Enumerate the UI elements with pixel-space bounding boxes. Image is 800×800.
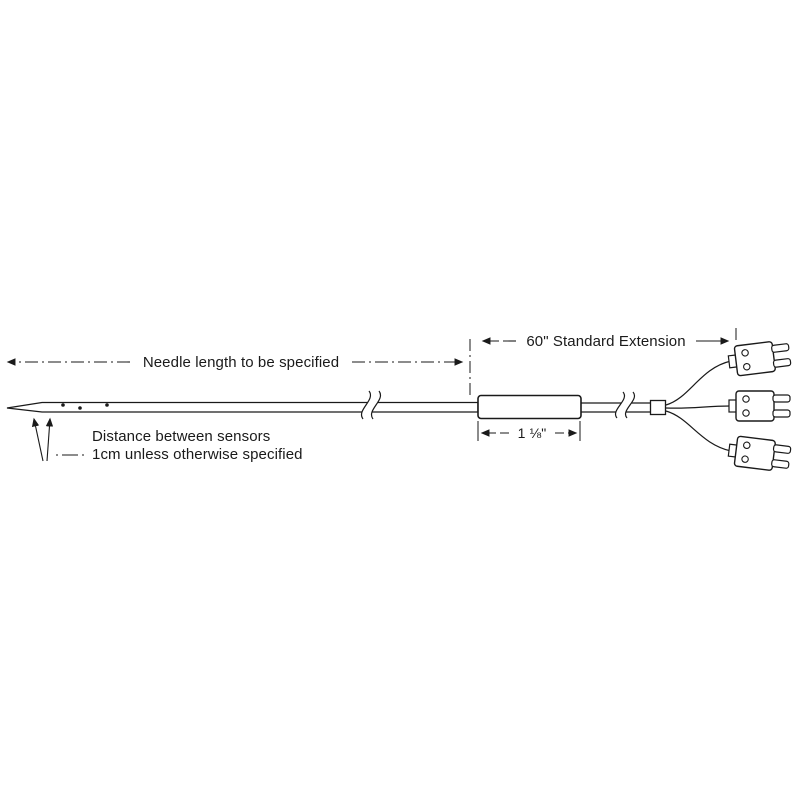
cable-break-symbol bbox=[614, 391, 636, 419]
connector-body bbox=[733, 341, 776, 377]
connector-top bbox=[727, 341, 792, 377]
connector-pin bbox=[771, 459, 790, 469]
standard-extension-label: 60" Standard Extension bbox=[526, 333, 685, 350]
cable-ferrule bbox=[649, 399, 667, 416]
probe-handle bbox=[477, 394, 582, 420]
break-curve bbox=[370, 390, 382, 420]
lead-wire-middle bbox=[665, 405, 731, 409]
needle-body bbox=[6, 401, 479, 413]
sensor-distance-label-line2: 1cm unless otherwise specified bbox=[92, 446, 303, 463]
connector-body bbox=[735, 390, 775, 422]
sensor-distance-label-line1: Distance between sensors bbox=[92, 428, 270, 445]
handle-length-label: 1 ⅛" bbox=[518, 425, 547, 441]
sensor-dot bbox=[61, 403, 65, 407]
sensor-dots bbox=[61, 403, 109, 410]
connector-bottom bbox=[727, 435, 792, 471]
lead-wires bbox=[665, 360, 732, 452]
connector-screw bbox=[741, 455, 749, 463]
connector-screw bbox=[742, 409, 750, 417]
handle-length-dimension: 1 ⅛" bbox=[477, 421, 581, 441]
connector-screw bbox=[743, 441, 751, 450]
connector-pin bbox=[772, 409, 791, 418]
connector-pin bbox=[771, 343, 790, 353]
connector-screw bbox=[742, 395, 750, 403]
lead-wire-top bbox=[665, 360, 732, 406]
needle-length-label: Needle length to be specified bbox=[143, 354, 339, 371]
connector-pin bbox=[772, 444, 792, 454]
break-curve bbox=[624, 391, 636, 419]
connector-screw bbox=[743, 362, 751, 371]
connector-body bbox=[733, 435, 776, 471]
sensor-dot bbox=[105, 403, 109, 407]
sensor-distance-callout: Distance between sensors 1cm unless othe… bbox=[31, 417, 303, 463]
needle-length-dimension: Needle length to be specified bbox=[6, 339, 471, 399]
sensor-dot bbox=[78, 406, 82, 410]
break-gap bbox=[615, 392, 635, 418]
connector-screw bbox=[741, 349, 749, 357]
connector-pin bbox=[772, 358, 792, 368]
sensor-pointer-arrow bbox=[45, 417, 54, 462]
break-curve bbox=[614, 391, 626, 419]
lead-wire-bottom bbox=[665, 410, 732, 452]
connector-middle bbox=[728, 390, 791, 422]
sensor-pointer-arrow bbox=[31, 417, 44, 462]
connector-pin bbox=[772, 394, 791, 403]
standard-extension-dimension: 60" Standard Extension bbox=[481, 328, 737, 350]
needle-break-symbol bbox=[360, 390, 382, 420]
break-curve bbox=[360, 390, 372, 420]
break-gap bbox=[361, 391, 381, 419]
